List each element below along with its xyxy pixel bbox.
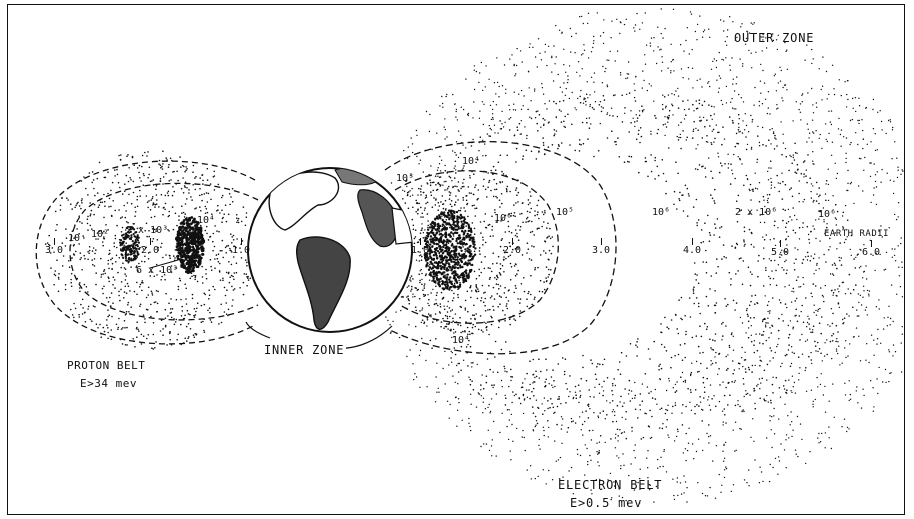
electron-contour-10-4-bottom: 10⁴ [452, 335, 471, 346]
axis-tick-right-2: 2.0 [503, 238, 521, 256]
proton-contour-2x10-3: 2 x 10³ [126, 225, 169, 236]
earth-radii-label: EARTH RADII [824, 229, 890, 239]
axis-tick-right-1: 1.0 [411, 238, 429, 256]
proton-belt-label: PROTON BELT [67, 359, 146, 372]
electron-contour-2x10-6: 2 x 10⁶ [735, 207, 778, 218]
electron-contour-10-4-top: 10⁴ [462, 156, 481, 167]
proton-contour-10: 10 [68, 233, 81, 244]
outer-zone-label: OUTER ZONE [734, 31, 815, 45]
proton-belt-energy: E>34 mev [80, 377, 137, 390]
contour-pointer [149, 259, 179, 269]
axis-tick-right-5: 5.0 [771, 240, 789, 258]
axis-tick-left-2: 2.0 [141, 238, 159, 256]
earth-globe [247, 167, 413, 333]
axis-tick-right-3: 3.0 [592, 238, 610, 256]
proton-belt-contours [35, 160, 259, 345]
electron-contour-10-5: 10⁵ [556, 207, 575, 218]
axis-tick-left-1: 1.0 [232, 238, 250, 256]
electron-contour-10-6-outer: 10⁶ [818, 209, 837, 220]
axis-tick-left-3: 3.0 [45, 238, 63, 256]
electron-belt-energy: E>0.5 mev [570, 496, 643, 510]
electron-contour-10-3: 10³ [396, 173, 415, 184]
inner-zone-label: INNER ZONE [262, 343, 347, 357]
figure-frame [7, 4, 905, 515]
proton-contour-10-2: 10² [91, 229, 110, 240]
electron-contour-10-6-inner: 10⁶ [494, 213, 513, 224]
axis-tick-right-6: 6.0 [862, 240, 880, 258]
proton-contour-10-4: 10⁴ [197, 215, 216, 226]
electron-belt-label: ELECTRON BELT [558, 478, 663, 492]
electron-contour-10-6-mid: 10⁶ [652, 207, 671, 218]
stipple-shading [44, 8, 904, 505]
proton-contour-6x10-3: 6 x 10³ [136, 265, 179, 276]
axis-tick-right-4: 4.0 [683, 238, 701, 256]
electron-belt-contours [384, 141, 617, 355]
